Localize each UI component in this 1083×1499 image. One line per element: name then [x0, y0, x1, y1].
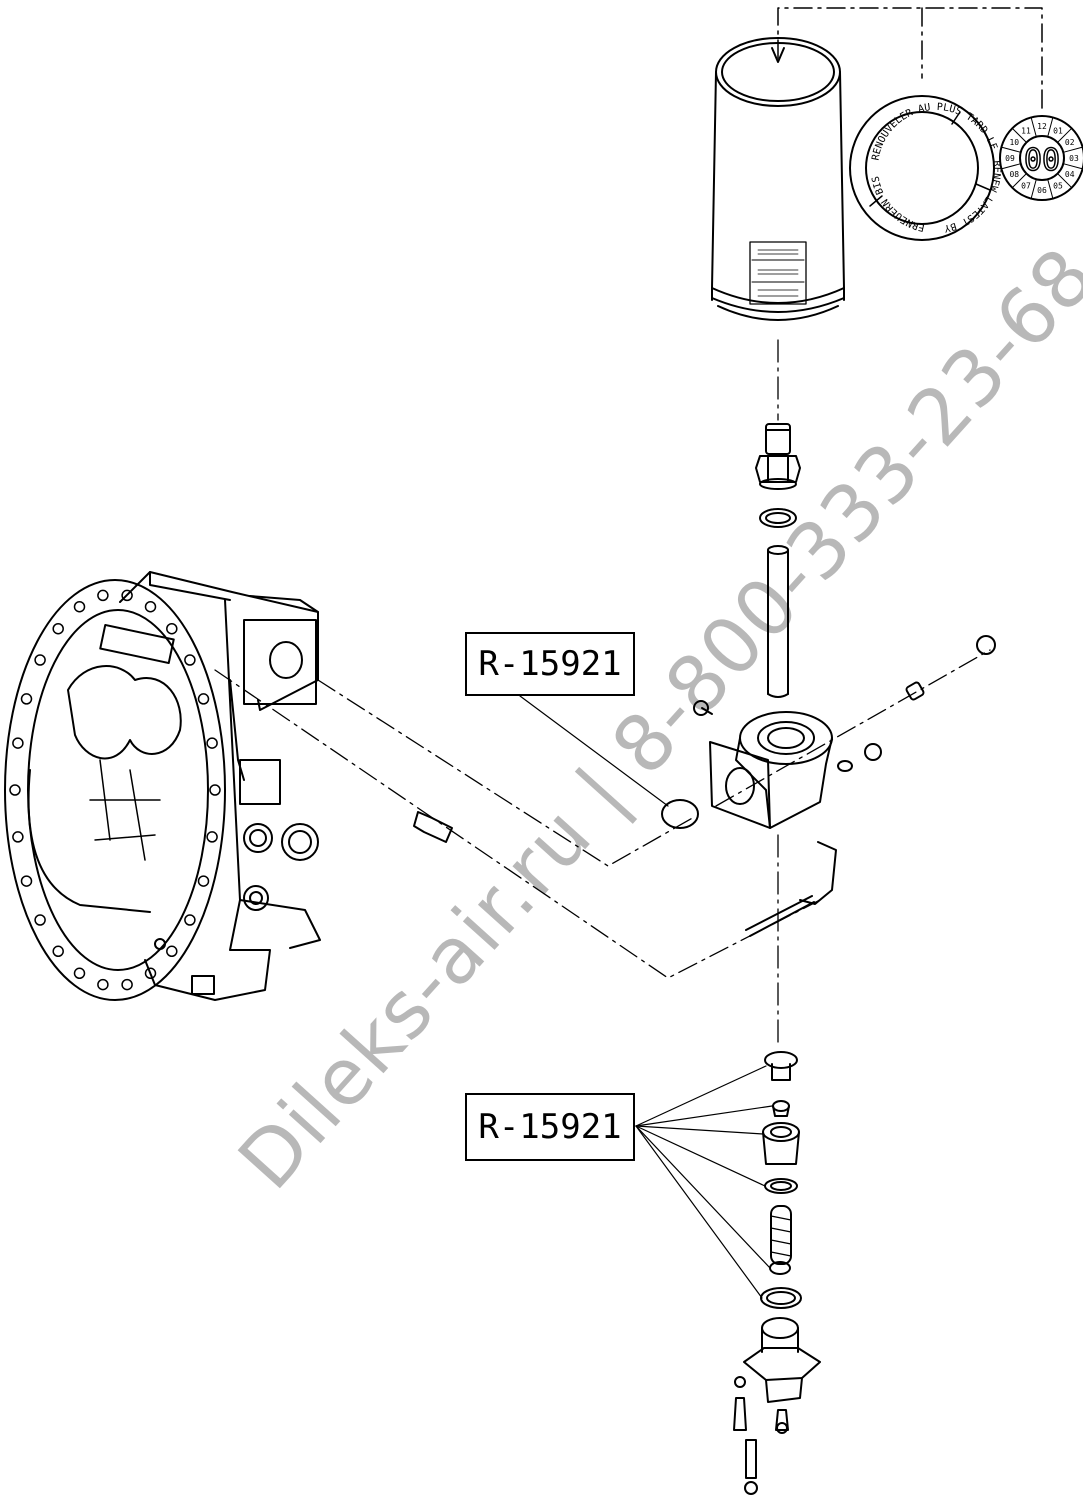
date-divider — [1047, 178, 1054, 200]
valve-small-parts — [661, 635, 996, 937]
bolt-hole — [197, 693, 210, 705]
bolt-hole — [184, 654, 196, 666]
bolt-hole — [166, 945, 178, 958]
date-number: 08 — [1009, 170, 1019, 179]
date-divider — [1057, 173, 1073, 189]
bolt-hole — [197, 875, 210, 887]
date-divider — [1030, 178, 1037, 200]
bolt-hole — [144, 967, 157, 980]
date-divider — [1062, 146, 1083, 153]
bolt-hole — [166, 622, 178, 635]
assembly-lines — [214, 649, 991, 979]
bolt-hole — [34, 654, 46, 666]
valve-body — [709, 711, 833, 829]
date-number: 05 — [1053, 182, 1063, 191]
date-number: 12 — [1037, 122, 1047, 131]
bolt-hole — [52, 945, 64, 958]
renew-text-en: RENEW LATEST BY — [943, 160, 1002, 233]
bolt-hole — [34, 914, 46, 926]
date-divider — [1047, 116, 1054, 138]
kit-leaders — [519, 695, 773, 1299]
bolt-hole — [12, 737, 24, 749]
bolt-hole — [121, 978, 133, 991]
bolt-hole — [73, 967, 86, 980]
scavenge-tube — [767, 545, 789, 698]
date-divider — [1000, 163, 1022, 170]
bolt-hole — [12, 831, 24, 843]
bolt-hole — [97, 589, 109, 602]
date-divider — [1057, 127, 1073, 143]
bolt-hole — [144, 600, 157, 613]
bolt-hole — [20, 693, 33, 705]
date-number: 03 — [1069, 154, 1079, 163]
nipple-fitting — [755, 423, 801, 490]
arrow-icon — [771, 47, 785, 63]
date-center: 00 — [1024, 143, 1060, 178]
bolt-hole — [206, 831, 218, 843]
bolt-hole — [52, 622, 64, 635]
part-number-callout-bottom: R-15921 — [465, 1093, 635, 1161]
bolt-hole — [9, 784, 21, 796]
date-number: 06 — [1037, 186, 1047, 195]
date-number: 02 — [1065, 138, 1075, 147]
bolt-hole — [184, 914, 196, 926]
bolt-hole — [20, 875, 33, 887]
svg-text:RENOUVELER AU PLUS TARD LE: RENOUVELER AU PLUS TARD LE — [871, 102, 999, 161]
o-ring — [759, 508, 797, 528]
date-divider — [1011, 173, 1027, 189]
renew-text-fr: RENOUVELER AU PLUS TARD LE — [871, 102, 999, 161]
date-number: 04 — [1065, 170, 1075, 179]
flange-bolt-holes — [9, 589, 221, 991]
top-leader-bracket — [777, 7, 1043, 113]
bolt-hole — [121, 589, 133, 602]
part-number-callout-top: R-15921 — [465, 632, 635, 696]
date-number: 07 — [1021, 182, 1031, 191]
date-divider — [1062, 163, 1083, 170]
date-number: 10 — [1009, 138, 1019, 147]
bolt-hole — [209, 784, 221, 796]
date-divider — [1000, 146, 1022, 153]
date-divider — [1011, 127, 1027, 143]
bolt-hole — [97, 978, 109, 991]
compressor-housing — [4, 571, 321, 1001]
bolt-hole — [206, 737, 218, 749]
separator-element — [711, 37, 845, 321]
date-divider — [1030, 116, 1037, 138]
date-number: 09 — [1005, 154, 1015, 163]
bolt-hole — [73, 600, 86, 613]
svg-text:RENEW LATEST BY: RENEW LATEST BY — [943, 160, 1002, 233]
date-number: 11 — [1021, 126, 1031, 135]
date-number: 01 — [1053, 126, 1063, 135]
valve-kit-stack — [733, 1051, 821, 1495]
renew-label-ring: RENOUVELER AU PLUS TARD LE RENEW LATEST … — [849, 95, 1002, 241]
